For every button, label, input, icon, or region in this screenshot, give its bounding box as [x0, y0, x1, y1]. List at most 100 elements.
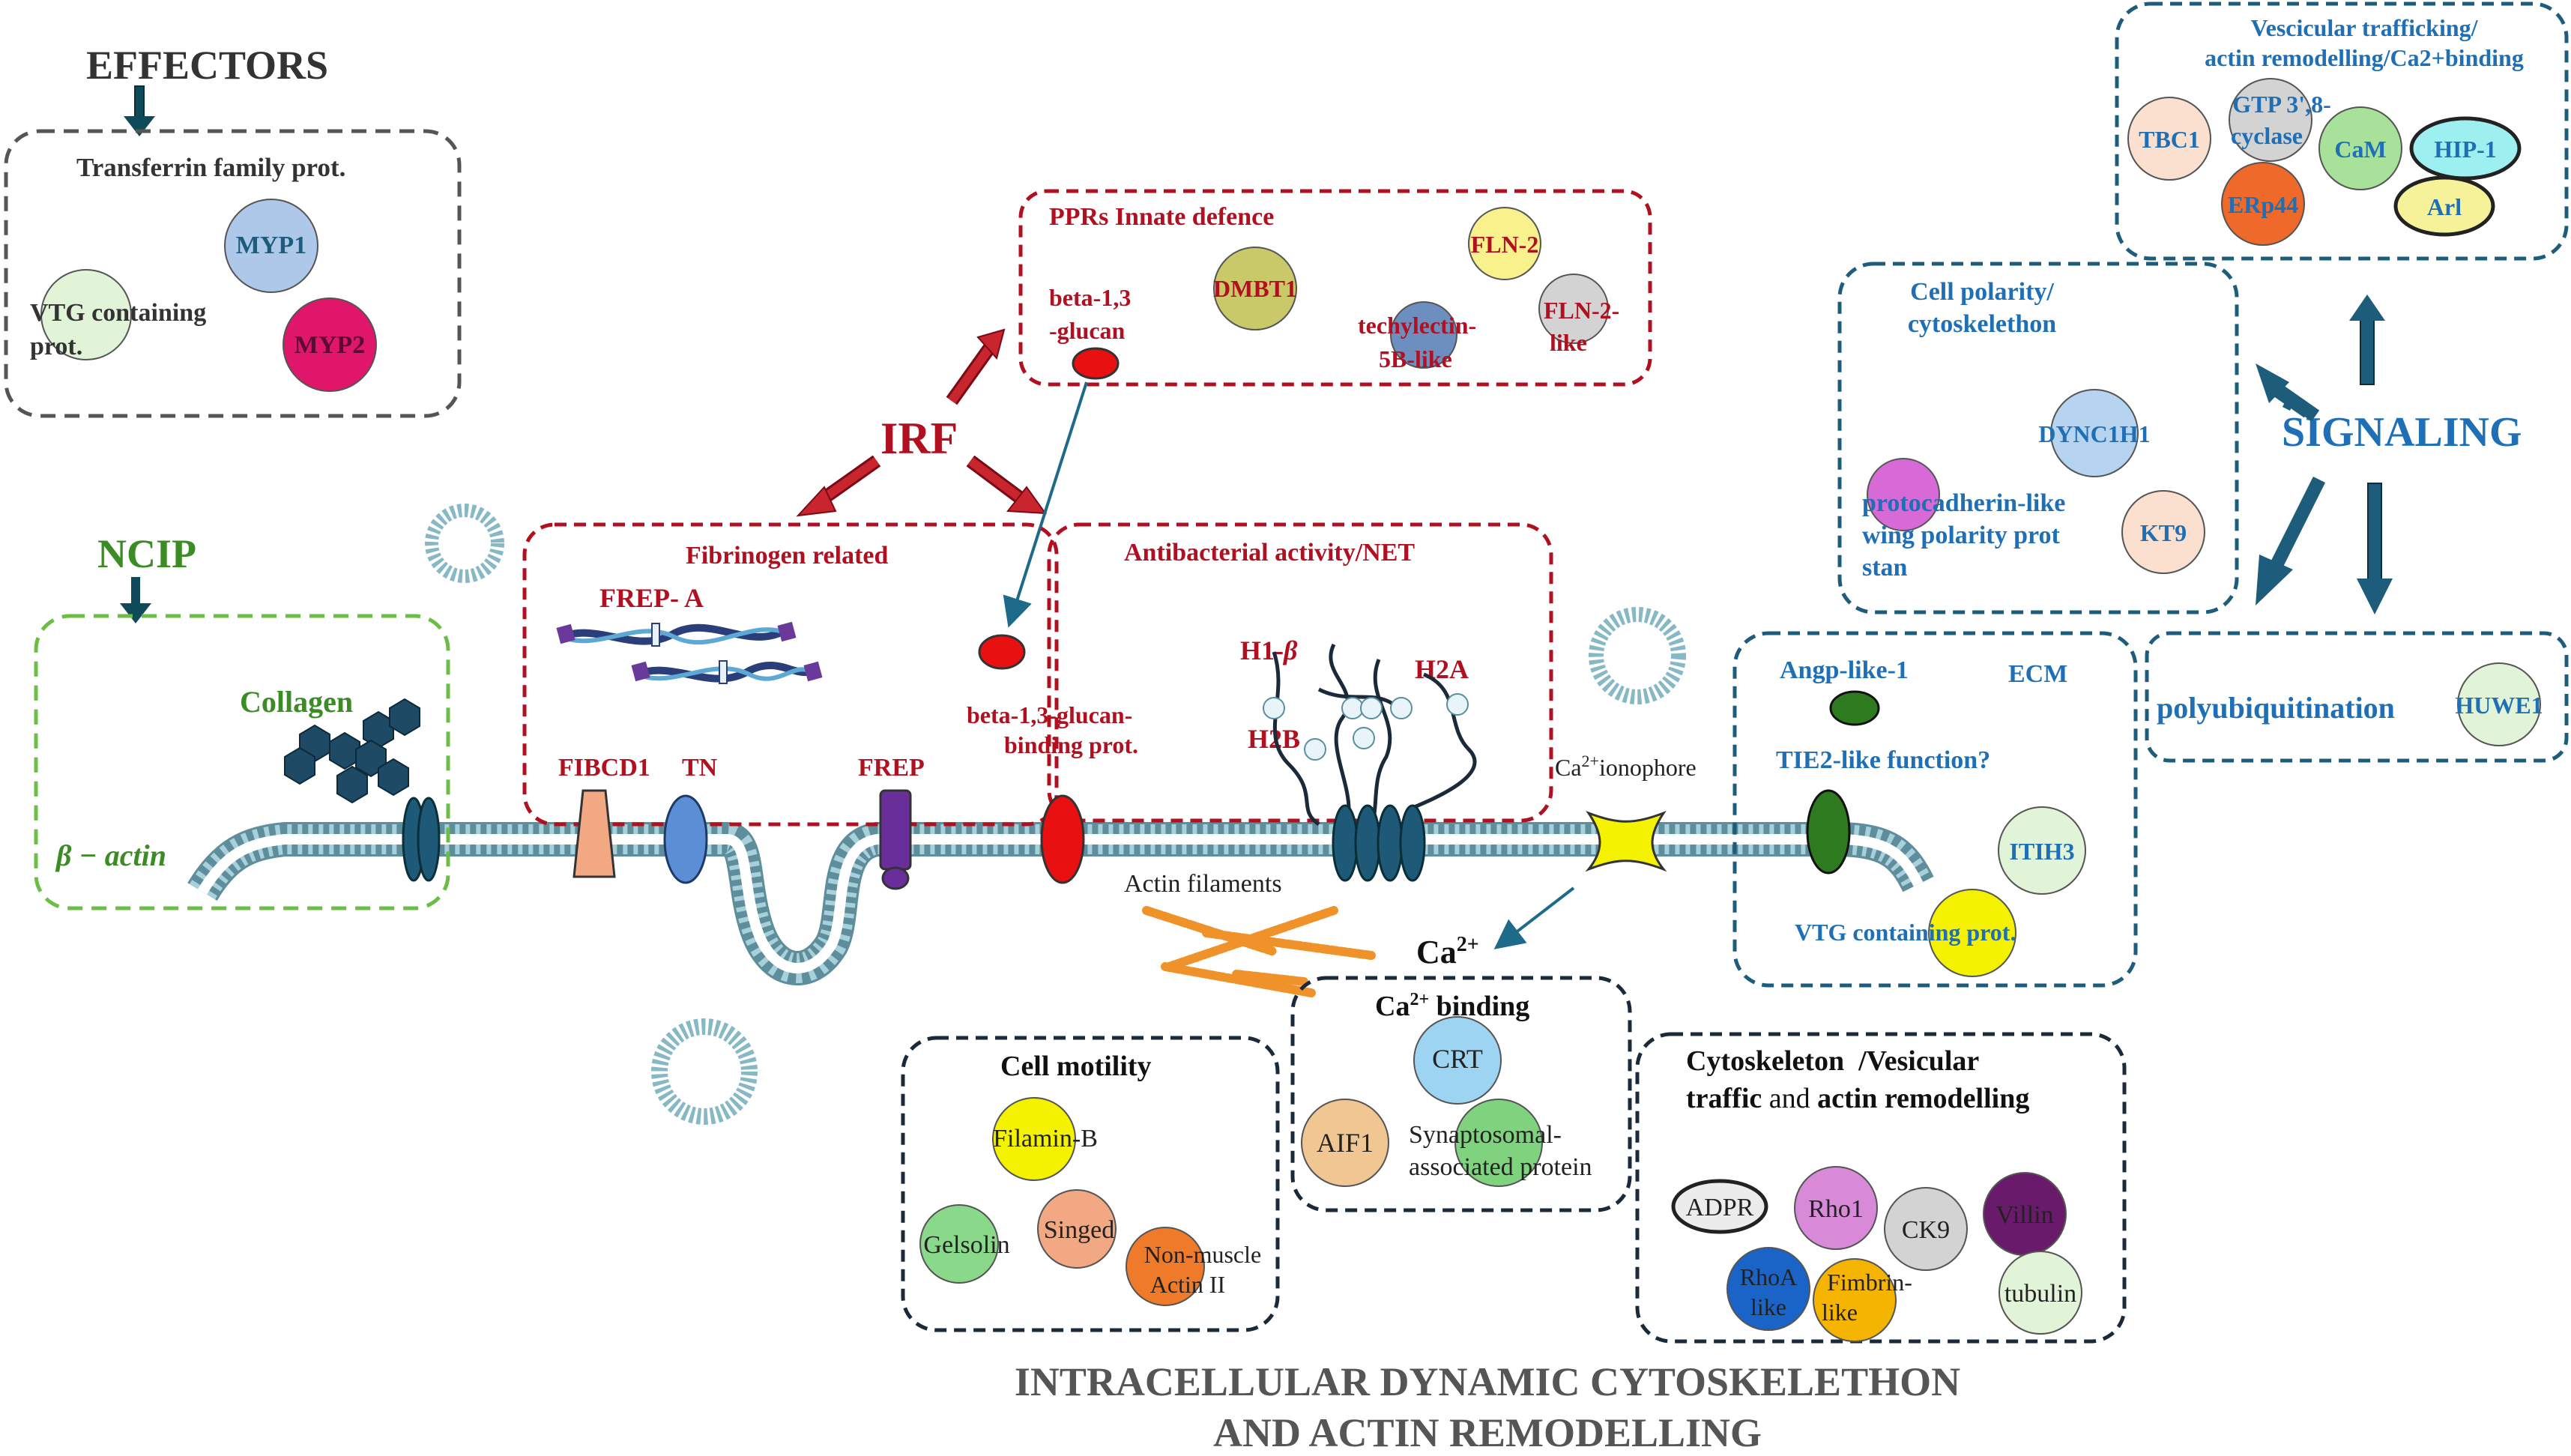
svg-text:5B-like: 5B-like — [1379, 345, 1452, 372]
fln2-like-node: FLN-2- like — [1538, 274, 1619, 356]
svg-text:Gelsolin: Gelsolin — [923, 1231, 1009, 1259]
h2a-label: H2A — [1415, 654, 1469, 684]
beta-glucan-binding-label-2: binding prot. — [1004, 731, 1138, 758]
vesicle — [425, 504, 504, 583]
svg-text:CaM: CaM — [2334, 136, 2386, 163]
collagen-hexagons — [284, 698, 420, 804]
svg-text:like: like — [1750, 1293, 1786, 1320]
cell-motility-box — [901, 1036, 1280, 1332]
receptor-icon — [402, 797, 441, 882]
cytoskeleton-title-1: Cytoskeleton /Vesicular — [1686, 1045, 1979, 1077]
cell-polarity-panel: Cell polarity/ cytoskelethon DYNC1H1 pro… — [1837, 262, 2239, 614]
frep-a-label: FREP- A — [599, 583, 704, 613]
caption-line-2: AND ACTIN REMODELLING — [1213, 1410, 1762, 1455]
tubulin-node: tubulin — [1999, 1251, 2082, 1335]
beta-glucan-node — [1072, 347, 1120, 380]
svg-text:like: like — [1822, 1299, 1858, 1326]
h1-beta-label: H1-β — [1240, 635, 1298, 665]
ecm-label: ECM — [2008, 660, 2067, 688]
arl-node: Arl — [2393, 175, 2495, 237]
synaptosomal-node: Synaptosomal- associated protein — [1409, 1099, 1592, 1187]
beta-actin-label: β − actin — [55, 839, 166, 872]
svg-text:TBC1: TBC1 — [2139, 126, 2200, 153]
svg-text:cyclase: cyclase — [2231, 122, 2303, 149]
effectors-panel: EFFECTORS Transferrin family prot. MYP1 … — [4, 43, 462, 418]
arrow-icon — [1493, 886, 1575, 949]
ncip-panel: NCIP Collagen β − actin — [34, 531, 450, 910]
cell-polarity-title-2: cytoskelethon — [1908, 310, 2056, 338]
tie2-label: TIE2-like function? — [1776, 746, 1990, 774]
svg-text:stan: stan — [1862, 554, 1908, 582]
pprs-panel: PPRs Innate defence beta-1,3 -glucan DMB… — [1003, 189, 1652, 628]
tbc1-node: TBC1 — [2127, 97, 2211, 181]
rhoa-node: RhoA like — [1726, 1247, 1810, 1331]
vesicle — [1589, 607, 1686, 704]
svg-text:MYP2: MYP2 — [294, 331, 365, 359]
svg-text:Villin: Villin — [1996, 1201, 2053, 1229]
vesicle — [651, 1018, 758, 1125]
angp-label: Angp-like-1 — [1780, 656, 1909, 684]
svg-text:techylectin-: techylectin- — [1358, 312, 1476, 339]
pprs-box — [1018, 189, 1652, 387]
vesicular-box — [2115, 1, 2569, 261]
beta-glucan-label-2: -glucan — [1049, 317, 1126, 344]
hip1-node: HIP-1 — [2409, 116, 2522, 181]
arrow-icon — [796, 455, 881, 517]
cytoskeleton-box — [1635, 1032, 2127, 1344]
nucleosome-icon — [1263, 693, 1469, 761]
cell-motility-panel: Cell motility Filamin-B Gelsolin Singed … — [901, 1036, 1280, 1332]
ca-binding-title: Ca2+ binding — [1375, 990, 1529, 1022]
arrow-icon — [1003, 381, 1088, 628]
arrow-icon — [2256, 363, 2320, 422]
vtg-ecm-node: VTG containing prot. — [1795, 889, 2016, 977]
arrow-icon — [2357, 483, 2393, 614]
ecm-box — [1732, 631, 2138, 988]
pprs-title: PPRs Innate defence — [1049, 203, 1274, 231]
frep-label: FREP — [858, 754, 925, 782]
ck9-node: CK9 — [1884, 1187, 1968, 1271]
huwe1-node: HUWE1 — [2455, 662, 2543, 746]
bottom-caption: INTRACELLULAR DYNAMIC CYTOSKELETHON AND … — [1015, 1359, 1960, 1455]
receptor-icon — [1332, 804, 1426, 882]
svg-text:FLN-2-: FLN-2- — [1544, 297, 1619, 324]
kt9-node: KT9 — [2121, 490, 2205, 574]
svg-text:Filamin-B: Filamin-B — [993, 1125, 1098, 1153]
svg-text:CRT: CRT — [1432, 1044, 1483, 1074]
svg-text:Fimbrin-: Fimbrin- — [1827, 1269, 1912, 1296]
ca-binding-box — [1290, 976, 1632, 1212]
filamin-node: Filamin-B — [992, 1097, 1098, 1181]
antibacterial-title: Antibacterial activity/NET — [1124, 539, 1415, 567]
arrow-icon — [966, 455, 1048, 515]
cam-node: CaM — [2318, 106, 2402, 190]
irf-title: IRF — [880, 414, 958, 463]
svg-text:VTG containing: VTG containing — [30, 299, 206, 327]
actin-filament-icon — [1142, 906, 1376, 997]
tie2-receptor — [1806, 789, 1851, 874]
collagen-label: Collagen — [240, 685, 353, 719]
dmbt1-node: DMBT1 — [1213, 247, 1297, 330]
tn-label: TN — [682, 754, 718, 782]
svg-text:DMBT1: DMBT1 — [1213, 275, 1297, 302]
svg-text:tubulin: tubulin — [2004, 1280, 2076, 1308]
beta-glucan-binding-node — [978, 634, 1026, 670]
vtg-node: VTG containing prot. — [30, 269, 206, 360]
down-arrow-icon — [120, 577, 151, 623]
ca-ionophore: Ca2+ionophore Ca2+ — [1416, 752, 1697, 970]
polyubiquitination-label: polyubiquitination — [2157, 691, 2395, 725]
signaling-hub: SIGNALING — [2256, 294, 2522, 614]
gtp-cyclase-node: GTP 3',8- cyclase — [2229, 78, 2331, 162]
polyubiquitination-box — [2145, 631, 2569, 763]
svg-text:prot.: prot. — [30, 333, 82, 360]
svg-text:Synaptosomal-: Synaptosomal- — [1409, 1121, 1562, 1149]
svg-text:KT9: KT9 — [2140, 519, 2187, 546]
cell-polarity-box — [1837, 262, 2239, 614]
svg-text:ITIH3: ITIH3 — [2009, 838, 2074, 865]
svg-text:associated protein: associated protein — [1409, 1153, 1592, 1181]
angp-node — [1829, 690, 1880, 726]
ca-ionophore-label: Ca2+ionophore — [1555, 752, 1697, 781]
polyubiquitination-panel: polyubiquitination HUWE1 — [2145, 631, 2569, 763]
fimbrin-node: Fimbrin- like — [1813, 1258, 1912, 1342]
fibrinogen-box — [522, 522, 1059, 827]
itih3-node: ITIH3 — [1998, 806, 2086, 895]
dync1h1-node: DYNC1H1 — [2038, 389, 2151, 477]
